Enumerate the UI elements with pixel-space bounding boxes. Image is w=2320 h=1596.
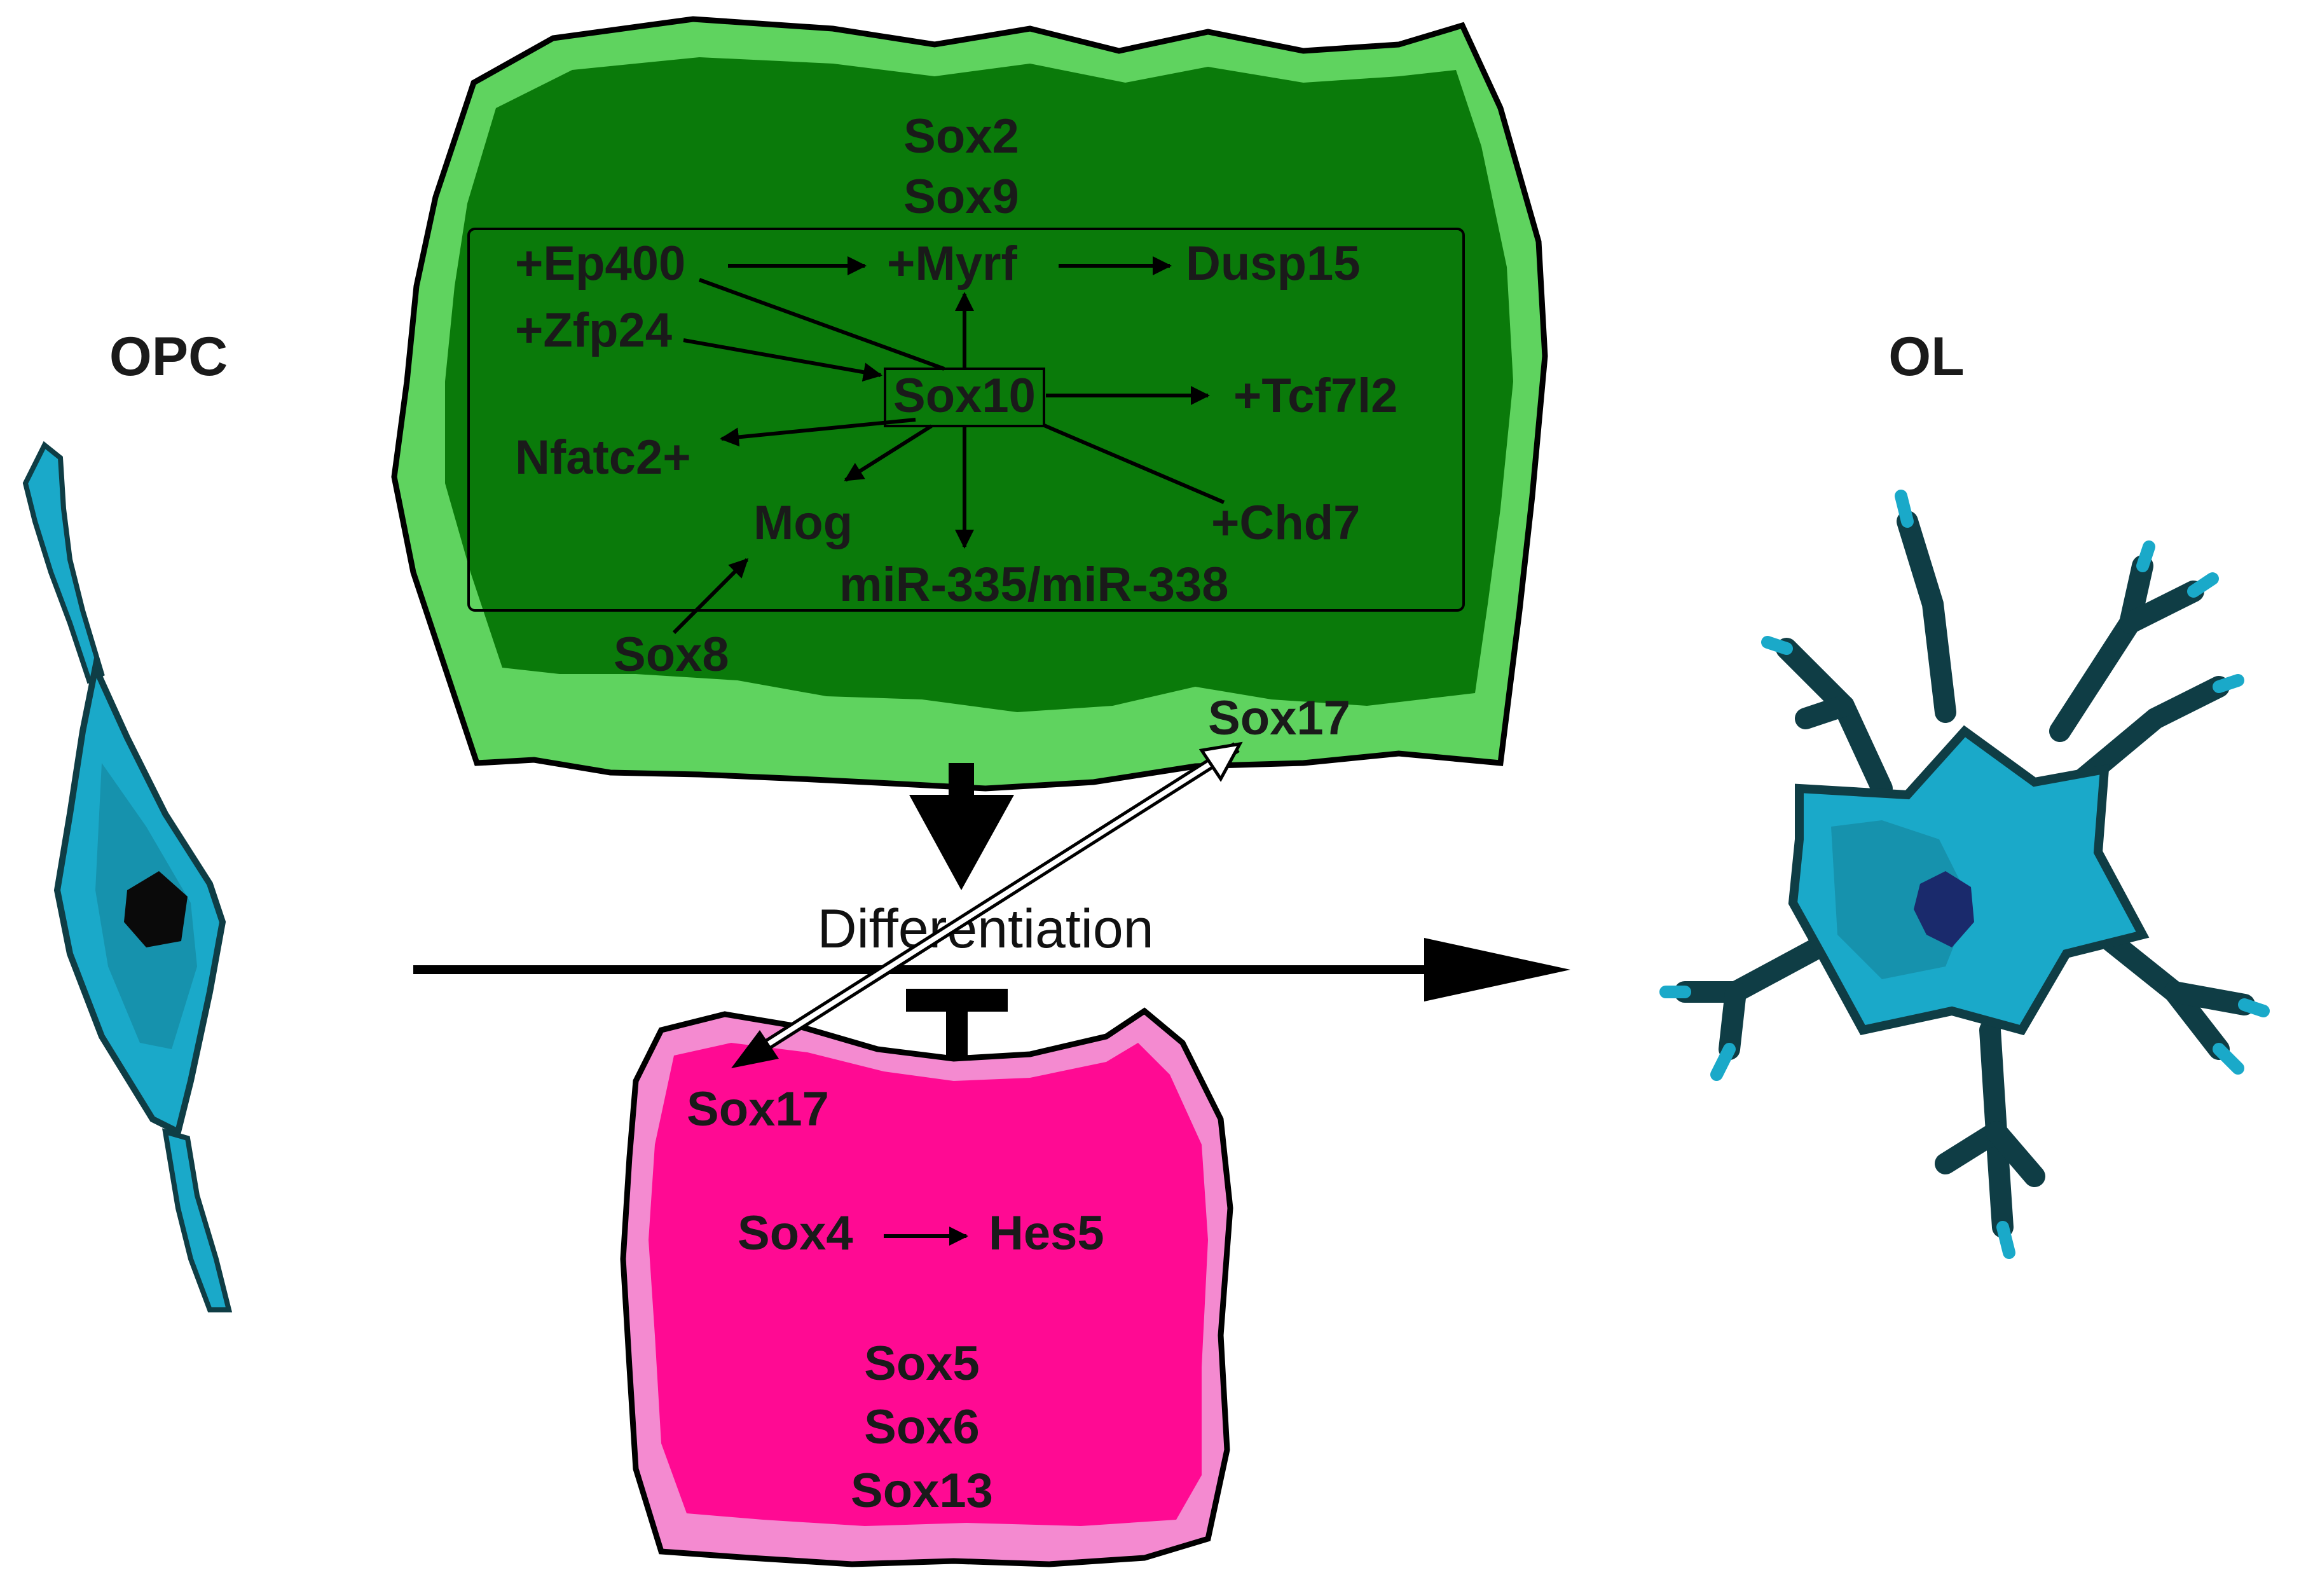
arrow-sox10-nfatc2 [720, 418, 916, 447]
ol-nucleus [1914, 871, 1974, 947]
opc-cell: OPC [22, 326, 233, 1312]
sox5-label: Sox5 [864, 1337, 980, 1391]
sox13-label: Sox13 [851, 1464, 993, 1518]
opc-nucleus [124, 871, 188, 947]
sox17-lower-label: Sox17 [687, 1082, 829, 1136]
tcf7l2-label: +Tcf7l2 [1233, 369, 1397, 423]
promoting-region: Sox2 Sox9 +Ep400 +Myrf Dusp15 +Zfp24 Sox… [391, 16, 1548, 792]
sox6-label: Sox6 [864, 1400, 980, 1454]
zfp24-label: +Zfp24 [515, 303, 672, 357]
differentiation-arrowhead [1424, 938, 1570, 1001]
sox4-label: Sox4 [738, 1206, 853, 1260]
ol-cell: OL [1659, 326, 2270, 1259]
sox17-arrowhead-down [731, 1030, 779, 1068]
network-arrows [672, 256, 1225, 635]
opc-process-bottom [162, 1128, 233, 1312]
pink-blob-inner [649, 1043, 1208, 1526]
mirna-label: miR-335/miR-338 [839, 558, 1229, 612]
hes5-label: Hes5 [989, 1206, 1104, 1260]
myrf-label: +Myrf [887, 237, 1018, 291]
sox2-label: Sox2 [903, 109, 1019, 163]
sox17-upper-label: Sox17 [1208, 691, 1350, 745]
ep400-label: +Ep400 [515, 237, 685, 291]
mog-label: Mog [753, 496, 853, 550]
arrow-sox8-mog [672, 558, 749, 635]
sox10-hub-label: Sox10 [893, 369, 1036, 423]
nfatc2-label: Nfatc2+ [515, 430, 691, 485]
sox17-arrowhead-up [1198, 741, 1243, 782]
sox9-label: Sox9 [903, 170, 1019, 224]
promote-arrow [909, 763, 1014, 890]
arrow-zfp24-sox10 [683, 338, 882, 382]
ol-process-tips [1659, 490, 2270, 1259]
network-box [467, 228, 1465, 612]
sox17-translocation-arrow [731, 741, 1243, 1068]
chd7-label: +Chd7 [1211, 496, 1360, 550]
ol-label: OL [1888, 326, 1964, 387]
opc-process-top [22, 441, 105, 684]
green-blob-inner [445, 57, 1513, 712]
link-ep400-sox10 [698, 278, 945, 371]
arrow-sox10-mog [844, 424, 933, 482]
differentiation-axis: Differentiation [413, 898, 1570, 1001]
inhibit-symbol [906, 989, 1008, 1059]
opc-label: OPC [109, 326, 228, 387]
sox8-label: Sox8 [614, 628, 729, 682]
dusp15-label: Dusp15 [1186, 237, 1361, 291]
inhibiting-region: Sox17 Sox4 Hes5 Sox5 Sox6 Sox13 [620, 1007, 1233, 1567]
link-sox10-chd7 [1041, 423, 1225, 504]
ol-processes [1674, 511, 2255, 1238]
